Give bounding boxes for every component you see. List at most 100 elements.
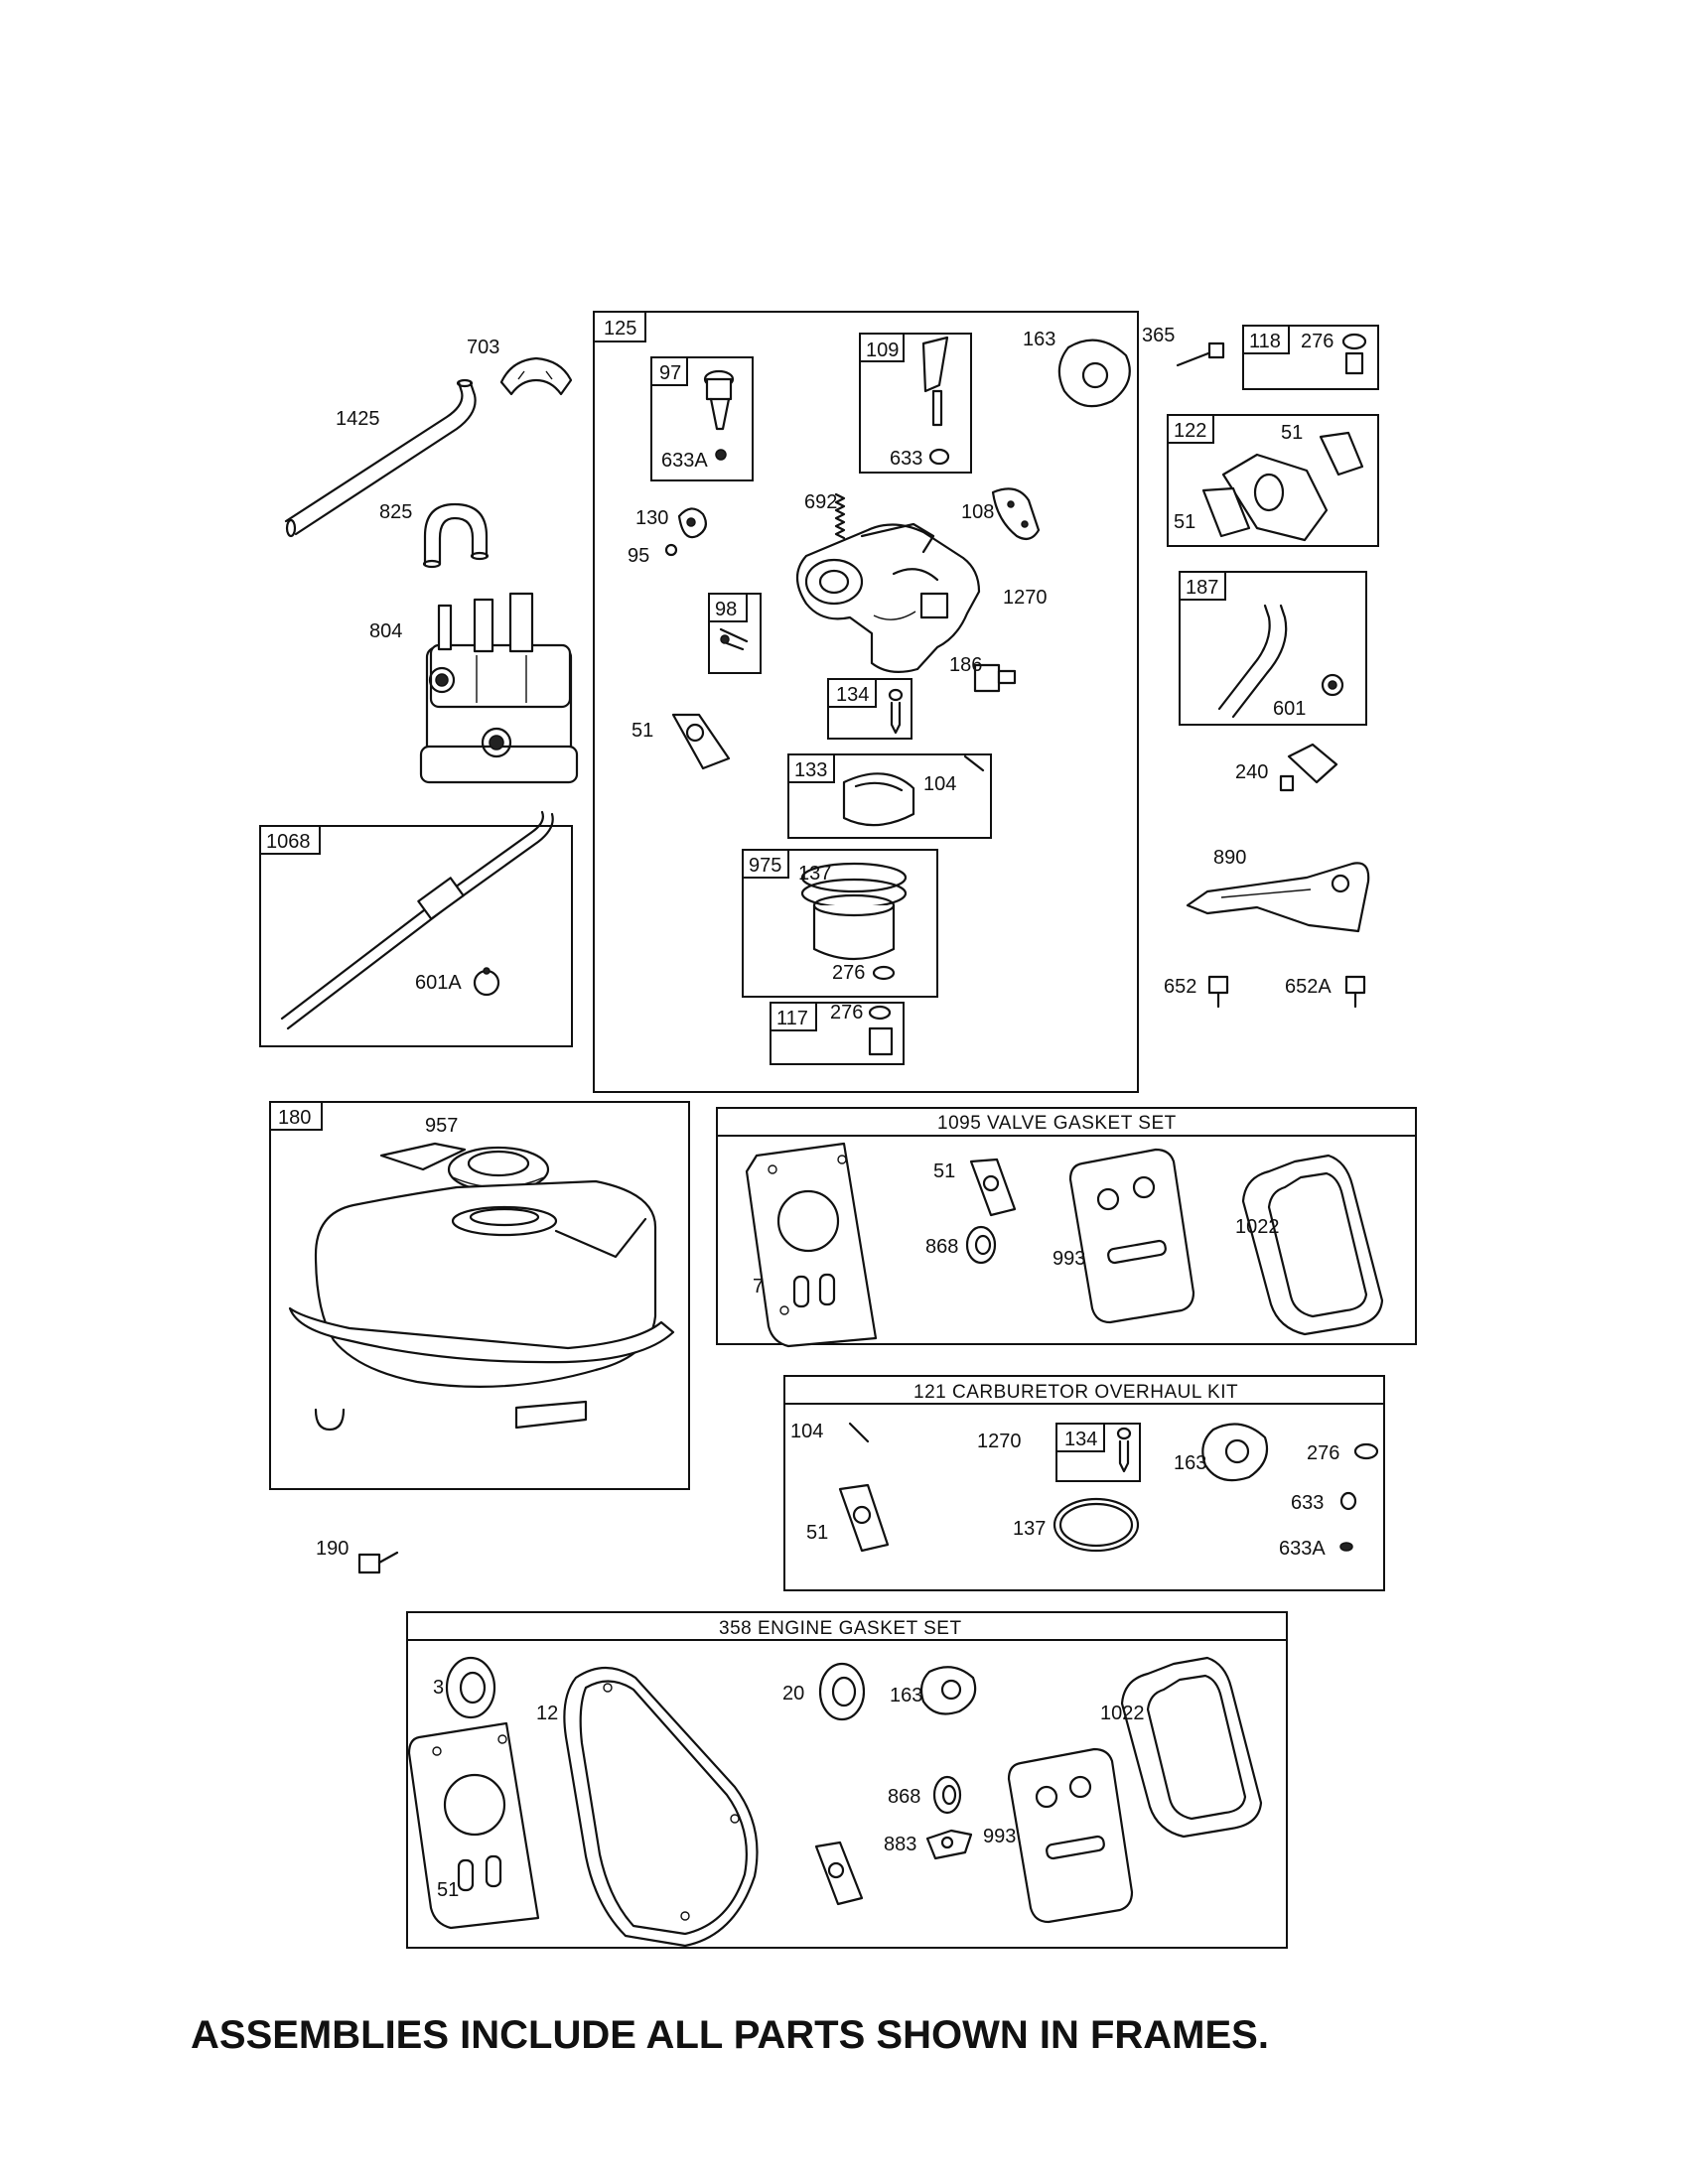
- frame-125: [593, 311, 1139, 1093]
- part-1022-cover-gasket-valve: [1241, 1154, 1384, 1336]
- callout-240: 240: [1235, 761, 1268, 783]
- frame-tab-118-label: 118: [1249, 331, 1281, 352]
- callout-601A: 601A: [415, 972, 462, 994]
- frame-1068: [259, 825, 573, 1047]
- frame-tab-1068-label: 1068: [266, 831, 311, 853]
- part-890-bracket: [1186, 862, 1370, 933]
- frame-tab-180-label: 180: [278, 1107, 311, 1129]
- frame-tab-125: [593, 311, 646, 342]
- callout-127-upper: 1270: [1003, 587, 1048, 609]
- callout-868-valve: 868: [925, 1236, 958, 1258]
- part-276-washer-kit: [1353, 1442, 1379, 1460]
- callout-190: 190: [316, 1538, 349, 1560]
- frame-109: [859, 333, 972, 474]
- callout-652A: 652A: [1285, 976, 1332, 998]
- part-134-needle-kit: [1116, 1427, 1132, 1473]
- frame-tab-134-upper-label: 134: [836, 684, 869, 706]
- callout-276-bowl: 276: [832, 962, 865, 984]
- part-163-gasket: [1057, 339, 1131, 408]
- callout-365: 365: [1142, 325, 1175, 346]
- frame-carburetor-overhaul-kit: [783, 1375, 1385, 1591]
- part-7-head-gasket-engine: [407, 1721, 540, 1930]
- part-122-intake: [1201, 431, 1364, 542]
- frame-tab-975-label: 975: [749, 855, 781, 877]
- part-1425-breather-tube: [284, 378, 477, 538]
- callout-883: 883: [884, 1834, 916, 1855]
- footer-note: ASSEMBLIES INCLUDE ALL PARTS SHOWN IN FR…: [191, 2013, 1269, 2057]
- callout-130: 130: [635, 507, 668, 529]
- title-carburetor-overhaul-kit: 121 CARBURETOR OVERHAUL KIT: [913, 1382, 1238, 1403]
- part-163-gasket-engine: [919, 1666, 977, 1715]
- part-51-gasket-kit: [838, 1483, 890, 1553]
- part-993-valve-plate-gasket: [1068, 1148, 1195, 1324]
- callout-51-valve: 51: [933, 1160, 955, 1182]
- callout-108: 108: [961, 501, 994, 523]
- part-703-clip: [499, 356, 573, 396]
- part-365-screw: [1176, 341, 1225, 367]
- part-95-screw: [664, 543, 678, 557]
- callout-51-right-b: 51: [1174, 511, 1195, 533]
- callout-633-kit: 633: [1291, 1492, 1324, 1514]
- part-825-elbow-hose: [422, 502, 490, 569]
- part-652-bolt: [1207, 975, 1229, 1009]
- frame-tab-97-label: 97: [659, 362, 681, 384]
- part-51-gasket-left: [671, 713, 731, 770]
- part-117-bolt: [868, 1005, 894, 1056]
- callout-163-kit: 163: [1174, 1452, 1206, 1474]
- callout-137-kit: 137: [1013, 1518, 1046, 1540]
- part-97-fuel-valve: [703, 369, 735, 461]
- frame-118: [1242, 325, 1379, 390]
- callout-1022-valve: 1022: [1235, 1216, 1280, 1238]
- frame-tab-134-kit-label: 134: [1064, 1429, 1097, 1450]
- part-carburetor-body: [795, 522, 981, 674]
- callout-186: 186: [949, 654, 982, 676]
- callout-804: 804: [369, 620, 402, 642]
- part-692-spring: [834, 492, 846, 540]
- callout-20: 20: [782, 1683, 804, 1705]
- frame-tab-117-label: 117: [776, 1008, 808, 1029]
- part-957-fuel-cap: [379, 1142, 550, 1193]
- title-valve-gasket-set: 1095 VALVE GASKET SET: [937, 1113, 1177, 1134]
- frame-122: [1167, 414, 1379, 547]
- callout-104-upper: 104: [923, 773, 956, 795]
- callout-890: 890: [1213, 847, 1246, 869]
- frame-tab-187-label: 187: [1186, 577, 1218, 599]
- callout-993-engine: 993: [983, 1826, 1016, 1847]
- part-130-plate: [677, 507, 708, 539]
- frame-valve-gasket-set: [716, 1107, 1417, 1345]
- callout-276-bolt: 276: [830, 1002, 863, 1024]
- part-993-valve-plate-gasket-engine: [1007, 1747, 1134, 1924]
- part-804-charcoal-canister: [419, 592, 579, 784]
- part-134-needle-upper: [888, 688, 904, 735]
- part-240-valve: [1279, 743, 1338, 792]
- callout-3: 3: [433, 1677, 444, 1699]
- callout-993-valve: 993: [1052, 1248, 1085, 1270]
- frame-tab-133-label: 133: [794, 759, 827, 781]
- callout-163-engine: 163: [890, 1685, 922, 1706]
- frame-133: [787, 753, 992, 839]
- callout-95: 95: [628, 545, 649, 567]
- part-883-gasket: [925, 1829, 973, 1860]
- callout-7-valve: 7: [753, 1276, 764, 1297]
- part-20-seal: [818, 1662, 866, 1721]
- part-868-seal-valve: [965, 1225, 997, 1265]
- callout-104-kit: 104: [790, 1421, 823, 1442]
- part-12-crankcase-gasket: [563, 1667, 759, 1948]
- part-133-float: [842, 772, 915, 827]
- part-118-plug: [1341, 333, 1367, 375]
- part-163-gasket-kit: [1201, 1423, 1269, 1482]
- part-fuel-tank: [288, 1179, 675, 1432]
- part-186-fitting: [973, 663, 1017, 693]
- part-108-plate: [991, 487, 1041, 541]
- callout-163-upper: 163: [1023, 329, 1055, 350]
- callout-51-kit: 51: [806, 1522, 828, 1544]
- callout-957: 957: [425, 1115, 458, 1137]
- part-98-idle-screw: [719, 627, 749, 651]
- part-3-seal: [445, 1656, 496, 1719]
- part-51-gasket-engine: [814, 1841, 864, 1906]
- frame-tab-98-label: 98: [715, 599, 737, 620]
- callout-1425: 1425: [336, 408, 380, 430]
- frame-180: [269, 1101, 690, 1490]
